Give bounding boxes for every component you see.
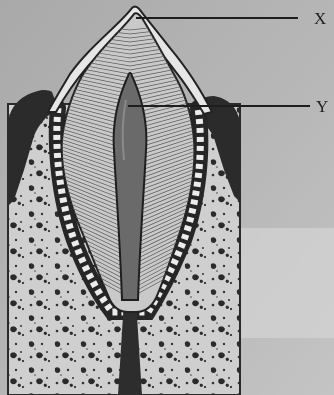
label-x: X: [314, 9, 326, 28]
background-glare: [236, 228, 334, 338]
label-y: Y: [316, 97, 328, 116]
